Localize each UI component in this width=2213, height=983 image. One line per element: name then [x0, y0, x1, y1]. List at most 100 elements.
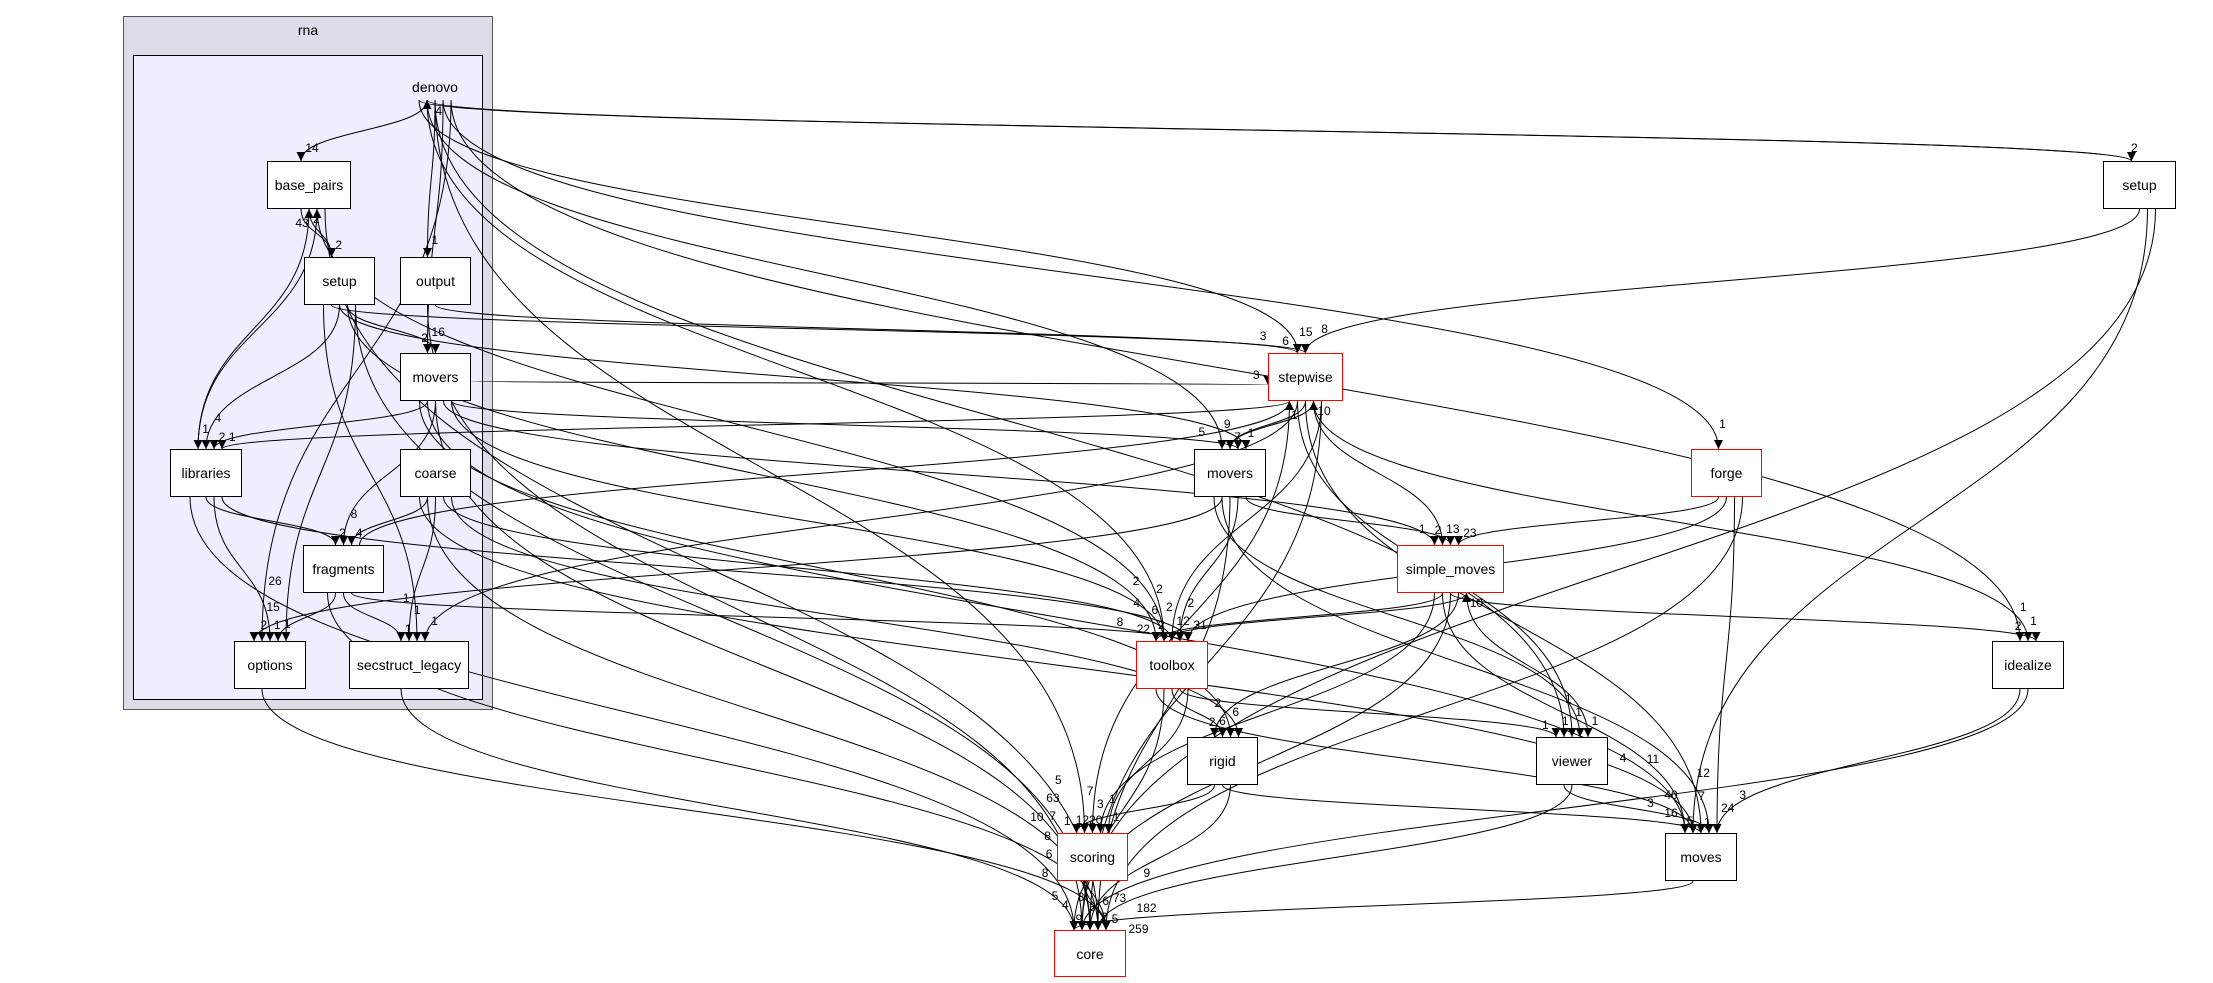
edge-setup-to-movers: [339, 304, 1251, 450]
edge-coarse-to-rigid: [451, 496, 1243, 738]
edge-viewer-to-core: [1093, 784, 1573, 931]
edge-coarse-to-toolbox: [443, 496, 1177, 642]
node-output[interactable]: output: [400, 257, 471, 305]
edge-libraries-to-base-pairs: [197, 208, 322, 450]
edge-idealize-to-core: [1077, 688, 2029, 931]
edge-setup-to-stepwise: [331, 304, 1310, 354]
edge-forge-to-simple-moves: [1454, 496, 1719, 546]
edge-coarse-to-moves: [419, 496, 1698, 834]
edge-rigid-to-scoring: [1072, 784, 1215, 834]
edge-denovo-to-base-pairs: [296, 99, 428, 162]
edge-denovo-to-scoring: [434, 99, 1089, 834]
edge-simple-moves-to-toolbox: [1151, 592, 1443, 642]
node-setup[interactable]: setup: [304, 257, 375, 305]
edge-rna-movers-to-toolbox: [451, 400, 1169, 642]
edge-movers-to-simple-moves: [1245, 496, 1455, 546]
edge-output-to-core: [427, 304, 1087, 931]
edge-setup-to-libraries: [201, 304, 340, 450]
edge-rna-movers-to-rigid: [419, 400, 1235, 738]
edge-toolbox-to-core: [1077, 688, 1165, 931]
edge-rna-movers-to-libraries: [209, 400, 428, 450]
edge-toolbox-to-simple-moves: [1163, 592, 1471, 642]
node-coarse[interactable]: coarse: [400, 449, 471, 497]
edge-options-to-core: [261, 688, 1111, 931]
edge-denovo-to-movers: [426, 99, 1227, 450]
edge-simple-moves-to-idealize: [1450, 592, 2041, 642]
edge-fragments-to-toolbox: [351, 592, 1185, 642]
edge-denovo-to-forge: [442, 99, 1723, 450]
edge-stepwise-to-libraries: [217, 400, 1290, 450]
edge-base-pairs-to-libraries: [193, 208, 310, 450]
edge-rigid-to-moves: [1222, 784, 1706, 834]
node-fragments[interactable]: fragments: [303, 545, 384, 593]
edge-toolbox-to-viewer: [1179, 688, 1561, 738]
edge-coarse-to-secstruct-legacy: [404, 496, 436, 642]
node-base-pairs[interactable]: base_pairs: [267, 161, 351, 209]
edge-denovo-to-toolbox: [426, 99, 1169, 642]
node-scoring[interactable]: scoring: [1057, 833, 1128, 881]
edge-fragments-to-stepwise: [359, 400, 1294, 546]
edge-toolbox-to-moves: [1155, 688, 1698, 834]
edge-stepwise-to-idealize: [1313, 400, 2033, 642]
edge-denovo-to-output: [423, 99, 436, 258]
edge-setup-to-core: [355, 304, 1095, 931]
edge-setup-to-secstruct-legacy: [323, 304, 422, 642]
edge-idealize-to-moves: [1712, 688, 2021, 834]
edge-movers-to-moves: [1221, 496, 1714, 834]
edge-movers-to-options: [249, 496, 1223, 642]
edge-movers-to-viewer: [1213, 496, 1585, 738]
edge-setup-to-options: [281, 304, 356, 642]
edge-top-setup-to-moves: [1688, 208, 2148, 834]
edge-libraries-to-core: [189, 496, 1079, 931]
edge-denovo-to-idealize: [450, 99, 2025, 642]
edge-forge-to-core: [1101, 496, 1743, 931]
edge-libraries-to-options: [213, 496, 275, 642]
edge-rna-movers-to-movers: [451, 400, 1243, 450]
node-top-setup[interactable]: setup: [2103, 161, 2176, 209]
edge-secstruct-legacy-to-core: [400, 688, 1079, 931]
cluster-rna-label: rna: [297, 22, 319, 38]
node-viewer[interactable]: viewer: [1536, 737, 1608, 785]
edge-simple-moves-to-scoring: [1096, 592, 1435, 834]
node-forge[interactable]: forge: [1691, 449, 1762, 497]
node-idealize[interactable]: idealize: [1992, 641, 2064, 689]
edge-movers-to-stepwise: [1229, 400, 1318, 450]
edge-rna-movers-to-simple-moves: [443, 400, 1439, 546]
edge-top-setup-to-denovo: [423, 99, 2132, 162]
node-options[interactable]: options: [234, 641, 306, 689]
node-toolbox[interactable]: toolbox: [1136, 641, 1208, 689]
edge-libraries-to-fragments: [205, 496, 340, 546]
edge-fragments-to-secstruct-legacy: [343, 592, 406, 642]
edge-coarse-to-fragments: [347, 496, 428, 546]
edge-simple-moves-to-viewer: [1466, 592, 1593, 738]
edge-setup-to-rna-movers: [347, 304, 440, 354]
edge-setup-to-toolbox: [347, 304, 1161, 642]
edge-coarse-to-core: [427, 496, 1103, 931]
node-libraries[interactable]: libraries: [170, 449, 242, 497]
edge-stepwise-to-moves: [1305, 400, 1706, 834]
edge-rna-movers-to-moves: [427, 400, 1690, 834]
cluster-denovo-label[interactable]: denovo: [412, 79, 458, 95]
node-rna-movers[interactable]: movers: [400, 353, 471, 401]
edge-forge-to-moves: [1712, 496, 1735, 834]
edge-stepwise-to-toolbox: [1167, 400, 1322, 642]
edge-simple-moves-to-moves: [1442, 592, 1690, 834]
node-movers[interactable]: movers: [1194, 449, 1266, 497]
edge-rna-movers-to-core: [435, 400, 1095, 931]
edge-fragments-to-options: [273, 592, 336, 642]
edge-stepwise-to-movers: [1225, 400, 1306, 450]
node-simple-moves[interactable]: simple_moves: [1397, 545, 1504, 593]
node-core[interactable]: core: [1054, 930, 1126, 977]
edge-rna-movers-to-fragments: [339, 400, 436, 546]
edge-stepwise-to-simple-moves: [1313, 400, 1447, 546]
node-stepwise[interactable]: stepwise: [1268, 353, 1343, 401]
node-secstruct-legacy[interactable]: secstruct_legacy: [349, 641, 469, 689]
node-rigid[interactable]: rigid: [1187, 737, 1258, 785]
node-moves[interactable]: moves: [1665, 833, 1737, 881]
edge-stepwise-to-scoring: [1088, 400, 1290, 834]
edge-libraries-to-toolbox: [221, 496, 1193, 642]
edge-denovo-to-options: [257, 99, 452, 642]
edge-base-pairs-to-setup: [300, 208, 336, 258]
